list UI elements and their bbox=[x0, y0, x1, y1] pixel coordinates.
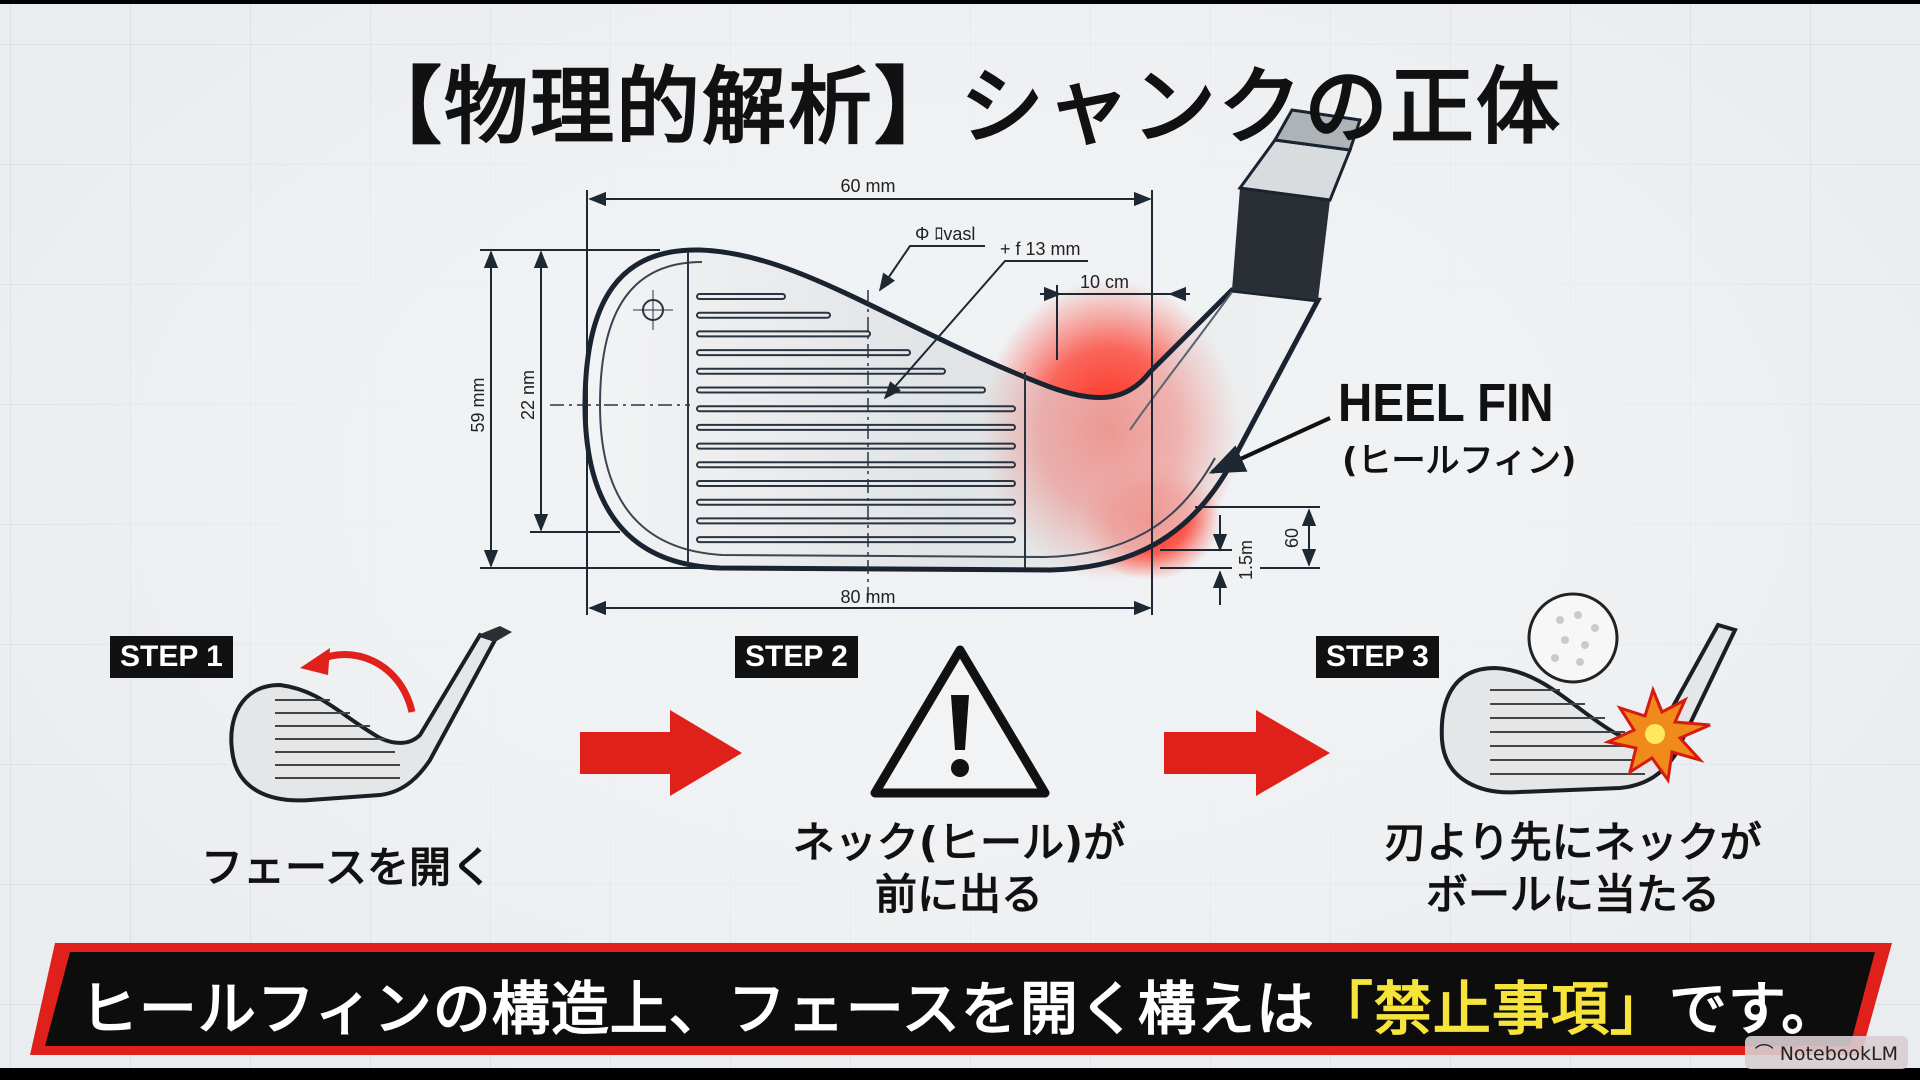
score-line bbox=[696, 367, 946, 375]
dim-offset-small: 1.5m bbox=[1236, 540, 1256, 580]
dimension-lines bbox=[480, 190, 1320, 616]
score-line bbox=[696, 311, 831, 319]
club-hit-ball-icon bbox=[1439, 592, 1738, 795]
notebooklm-watermark: ⌒ NotebookLM bbox=[1744, 1036, 1908, 1069]
score-line bbox=[696, 349, 911, 357]
step-3-badge: STEP 3 bbox=[1316, 636, 1439, 678]
score-line bbox=[696, 498, 1016, 506]
step-arrow-1 bbox=[580, 710, 742, 796]
caption-line: ボールに当たる bbox=[1425, 870, 1720, 919]
score-line bbox=[696, 405, 1016, 413]
dim-hosel-label: 10 cm bbox=[1080, 272, 1129, 292]
step-1-caption: フェースを開く bbox=[87, 842, 607, 894]
score-line bbox=[696, 517, 1016, 525]
iron-head-drawing bbox=[550, 108, 1362, 600]
score-line bbox=[696, 423, 1016, 431]
dimension-labels: 60 mm 80 mm 59 mm 22 nm Φ ﾛvasl + f 13 m… bbox=[468, 176, 1302, 607]
score-line bbox=[696, 330, 871, 338]
warning-icon bbox=[870, 645, 1050, 798]
dim-top-width: 60 mm bbox=[840, 176, 895, 196]
step-2-caption: ネック(ヒール)が前に出る bbox=[699, 817, 1219, 921]
step-2-badge: STEP 2 bbox=[735, 636, 858, 678]
caption-line: フェースを開く bbox=[201, 843, 493, 892]
watermark-text: NotebookLM bbox=[1779, 1043, 1898, 1065]
banner-text-end: です。 bbox=[1668, 975, 1841, 1043]
dim-height-inner: 22 nm bbox=[518, 370, 538, 420]
heel-fin-sublabel: (ヒールフィン) bbox=[1342, 441, 1577, 481]
caption-line: ネック(ヒール)が bbox=[792, 818, 1126, 867]
step-arrow-2 bbox=[1164, 710, 1330, 796]
caption-line: 刃より先にネックが bbox=[1384, 818, 1762, 867]
score-line bbox=[696, 461, 1016, 469]
caption-line: 前に出る bbox=[874, 870, 1043, 919]
score-lines bbox=[696, 293, 1016, 544]
score-line bbox=[696, 293, 786, 300]
club-face-open-icon bbox=[229, 626, 512, 803]
dim-bottom-width: 80 mm bbox=[840, 587, 895, 607]
heel-fin-label: HEEL FIN bbox=[1338, 373, 1554, 433]
dim-groove-label: + f 13 mm bbox=[1000, 239, 1081, 259]
banner-highlight: 「禁止事項」 bbox=[1314, 975, 1669, 1043]
step-3-caption: 刃より先にネックがボールに当たる bbox=[1313, 817, 1833, 921]
warning-banner-frame bbox=[30, 943, 1892, 1055]
score-line bbox=[696, 480, 1016, 487]
notebooklm-logo-icon: ⌒ bbox=[1754, 1043, 1780, 1065]
score-line bbox=[696, 536, 1016, 544]
warning-banner-text: ヒールフィンの構造上、フェースを開く構えは「禁止事項」です。 bbox=[40, 962, 1880, 1046]
heel-fin-pointer-arrow bbox=[1208, 416, 1331, 474]
score-line bbox=[696, 386, 986, 394]
dim-offset-right: 60 bbox=[1282, 528, 1302, 548]
page-title: 【物理的解析】シャンクの正体 bbox=[357, 58, 1562, 156]
banner-text-main: ヒールフィンの構造上、フェースを開く構えは bbox=[79, 975, 1315, 1043]
score-line bbox=[696, 442, 1016, 450]
dim-phi-label: Φ ﾛvasl bbox=[915, 224, 975, 244]
step-1-badge: STEP 1 bbox=[110, 636, 233, 678]
dim-height-outer: 59 mm bbox=[468, 377, 488, 432]
